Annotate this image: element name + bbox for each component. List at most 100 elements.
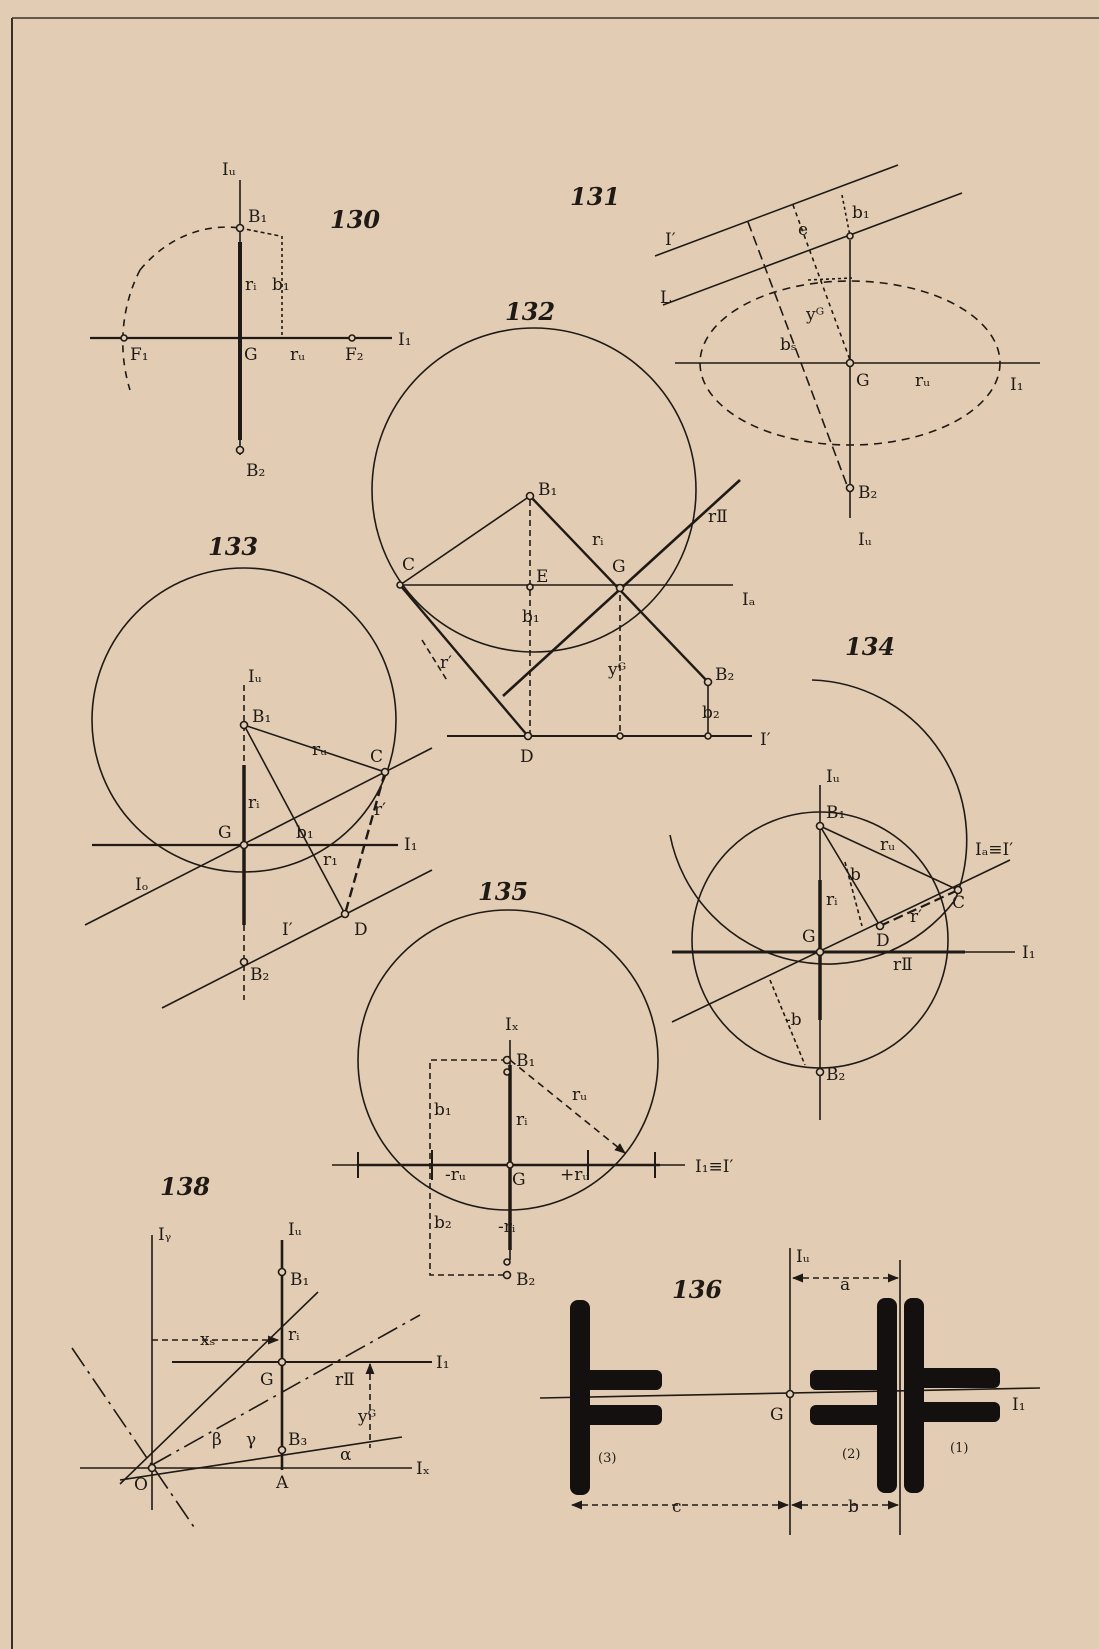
label: G [770, 1405, 784, 1425]
label: Iᵤ [248, 667, 262, 687]
label: r′ [440, 653, 452, 673]
label: rᵢ [592, 530, 604, 550]
label: B₁ [248, 207, 267, 227]
label: e [798, 220, 808, 240]
label: yᴳ [805, 305, 824, 325]
label: rᵤ [312, 740, 327, 760]
label: O [134, 1475, 148, 1495]
label: Iᵧ [158, 1225, 171, 1245]
label: C [402, 555, 415, 575]
label: B₂ [516, 1270, 535, 1290]
figure-136-angle-sections [570, 1298, 1000, 1495]
label: r′ [374, 800, 386, 820]
figure-131 [654, 164, 1040, 518]
label: B₁ [826, 803, 845, 823]
label: -b [785, 1010, 802, 1030]
label: bₛ [780, 335, 797, 355]
label: I₁ [1012, 1395, 1026, 1415]
label: G [244, 345, 258, 365]
label: Iᵤ [222, 160, 236, 180]
figure-133-number: 133 [208, 532, 258, 561]
label: G [856, 371, 870, 391]
label: rᵤ [915, 371, 930, 391]
figure-138 [71, 1235, 432, 1531]
label: G [218, 823, 232, 843]
label: (1) [950, 1441, 968, 1456]
label: rᵤ [880, 835, 895, 855]
figure-138-number: 138 [160, 1172, 210, 1201]
label: rⅡ [335, 1370, 355, 1390]
figure-131-number: 131 [570, 182, 620, 211]
label: B₁ [538, 480, 557, 500]
label: rᵢ [248, 793, 260, 813]
figure-136 [539, 1248, 1041, 1535]
figure-135 [332, 909, 685, 1280]
figure-133 [84, 567, 433, 1009]
label: L [660, 288, 671, 308]
label: b [850, 865, 861, 885]
label: D [520, 747, 534, 767]
figure-132-number: 132 [505, 297, 555, 326]
label: B₁ [516, 1051, 535, 1071]
label: rᵢ [288, 1325, 300, 1345]
label: a [840, 1275, 850, 1295]
label: b₁ [522, 607, 540, 627]
label: B₂ [858, 483, 877, 503]
figure-130-number: 130 [330, 205, 380, 234]
label: rⅡ [708, 507, 728, 527]
label: Iₐ≡I′ [975, 840, 1013, 860]
label: B₂ [246, 461, 265, 481]
label: F₁ [130, 345, 149, 365]
figure-132 [371, 327, 752, 741]
label: G [260, 1370, 274, 1390]
label: -rᵢ [498, 1217, 516, 1237]
label: I₁ [404, 835, 418, 855]
label: b [848, 1497, 859, 1517]
label: rᵢ [245, 275, 257, 295]
figure-134-number: 134 [845, 632, 895, 661]
label: Iₐ [742, 590, 756, 610]
label: E [536, 567, 548, 587]
label: G [512, 1170, 526, 1190]
label: I′ [665, 230, 676, 250]
label: Iₓ [505, 1015, 519, 1035]
label: rᵤ [290, 345, 305, 365]
label: b₁ [852, 203, 870, 223]
label: yᴳ [357, 1407, 376, 1427]
label: rᵤ [572, 1085, 587, 1105]
label: b₁ [434, 1100, 452, 1120]
figure-136-number: 136 [672, 1275, 722, 1304]
label: +rᵤ [560, 1165, 589, 1185]
label: Iₒ [135, 875, 148, 895]
label: G [802, 927, 816, 947]
label: I₁≡I′ [695, 1157, 733, 1177]
label: rᵢ [826, 890, 838, 910]
label: yᴳ [607, 660, 626, 680]
label: r′ [910, 907, 922, 927]
label: -rᵤ [445, 1165, 466, 1185]
label: B₂ [826, 1065, 845, 1085]
label: D [876, 931, 890, 951]
label: F₂ [345, 345, 364, 365]
label: B₁ [252, 707, 271, 727]
label: I₁ [436, 1353, 450, 1373]
label: D [354, 920, 368, 940]
label: G [612, 557, 626, 577]
label: γ [246, 1430, 256, 1450]
figure-130 [90, 180, 392, 455]
label: Iₓ [416, 1459, 430, 1479]
label: Iᵤ [796, 1247, 810, 1267]
label: b₁ [272, 275, 290, 295]
label: C [370, 747, 383, 767]
label: I′ [760, 730, 771, 750]
label: (2) [842, 1447, 860, 1462]
label: C [952, 893, 965, 913]
label: A [275, 1473, 289, 1493]
label: b₂ [702, 703, 720, 723]
label: I₁ [1022, 943, 1036, 963]
label: I₁ [1010, 375, 1024, 395]
label: r₁ [323, 850, 338, 870]
label: Iᵤ [858, 530, 872, 550]
figure-134 [669, 679, 1015, 1120]
